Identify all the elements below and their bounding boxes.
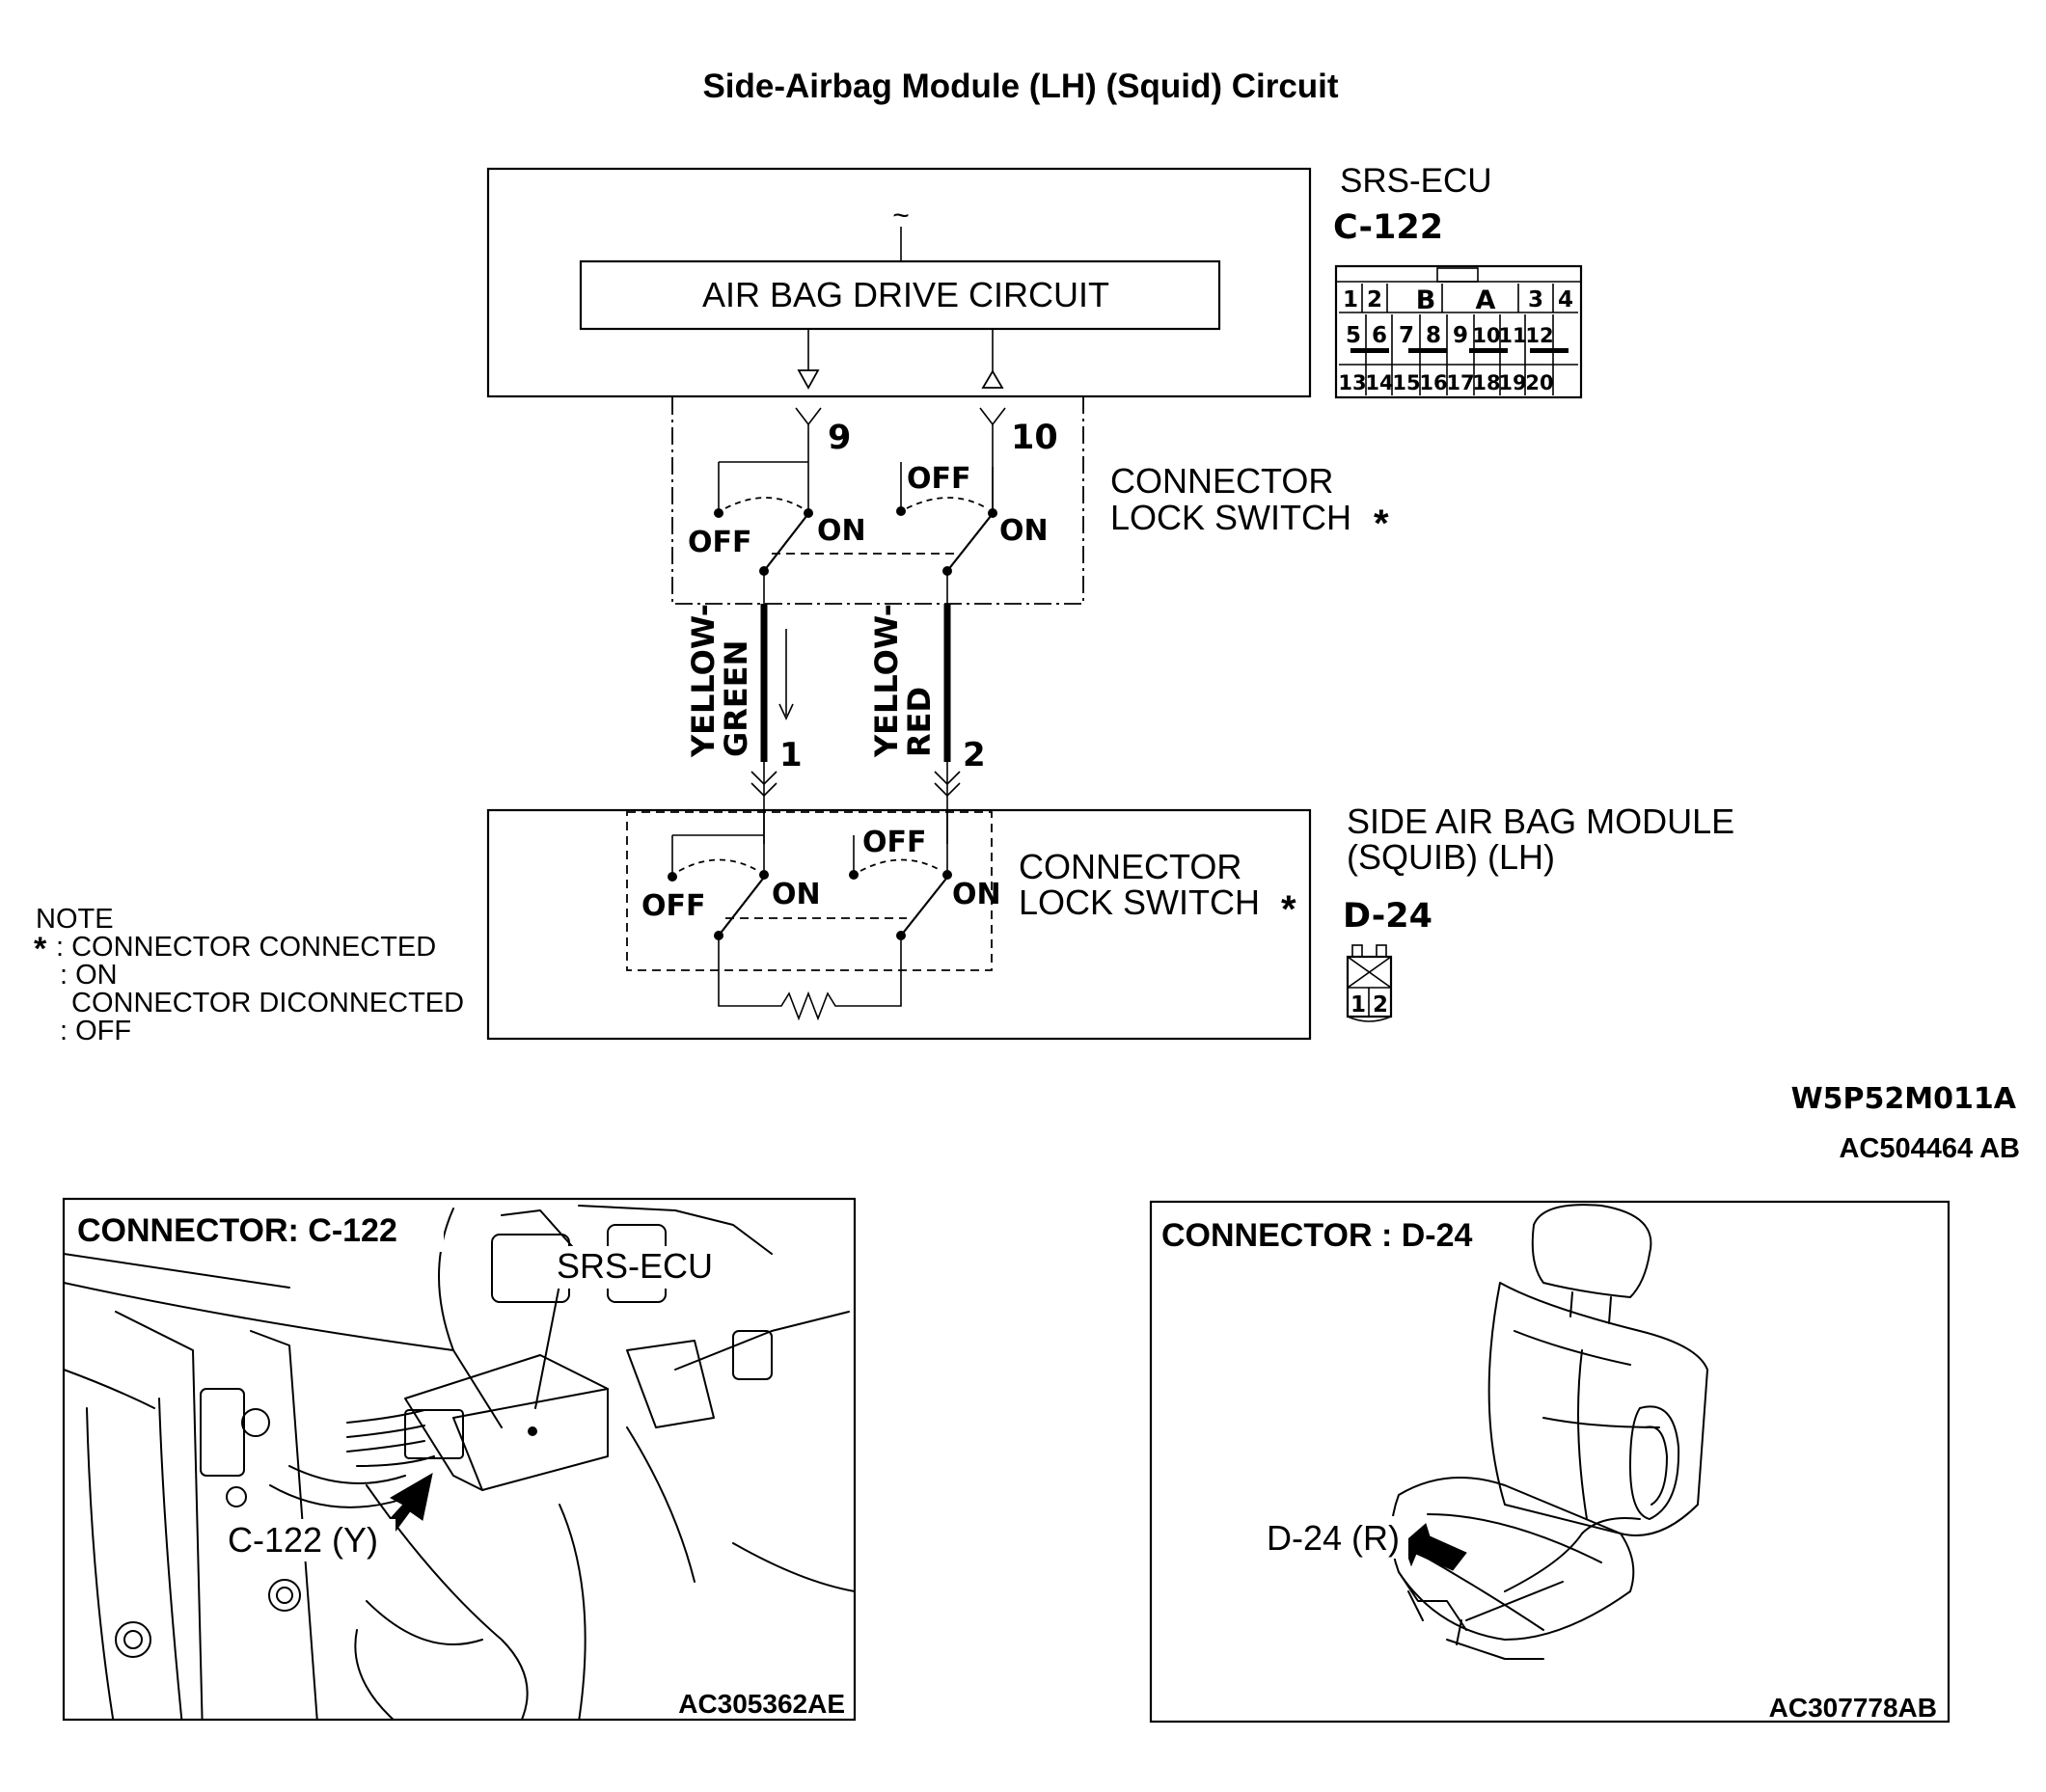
connector-d24-panel: CONNECTOR : D-24 D-24 (R) AC307778AB: [1149, 1200, 1951, 1724]
diagram-code-2: AC504464 AB: [1839, 1133, 2020, 1164]
c122-pin: 15: [1392, 371, 1420, 394]
c122-pin: 2: [1367, 287, 1382, 312]
module-lock-switch-asterisk: *: [1281, 888, 1296, 931]
c122-pin: A: [1476, 285, 1496, 315]
c122-pin: 16: [1419, 371, 1447, 394]
d24-pin: 2: [1373, 992, 1388, 1018]
c122-pin: 9: [1453, 323, 1468, 348]
c122-pin: 10: [1472, 324, 1500, 347]
c122-pin: 13: [1338, 371, 1366, 394]
upper-left-on: ON: [817, 514, 866, 548]
panel-d24-title: CONNECTOR : D-24: [1161, 1217, 1472, 1254]
d24-connector-face: 1 2: [1346, 944, 1393, 1022]
connector-c122-panel: CONNECTOR: C-122 SRS-ECU C-122 (Y) AC305…: [62, 1197, 857, 1722]
wire-yellow-red: YELLOW- RED 2: [868, 604, 986, 844]
note-block: NOTE * : CONNECTOR CONNECTED : ON CONNEC…: [34, 904, 464, 1046]
module-name-1: SIDE AIR BAG MODULE: [1347, 801, 1734, 841]
c122-pin: 12: [1525, 324, 1553, 347]
note-line-3: CONNECTOR DICONNECTED: [71, 988, 464, 1018]
note-line-1: : CONNECTOR CONNECTED: [56, 932, 436, 963]
module-right-off: OFF: [862, 826, 927, 859]
c122-pin: 3: [1528, 287, 1543, 312]
c122-pin: 11: [1498, 324, 1526, 347]
c122-pin: 8: [1426, 323, 1441, 348]
c122-pin: 7: [1399, 323, 1414, 348]
c122-connector-face: 1 2 B A 3 4 5 6 7 8 9 10 11 12 13 14 15 …: [1334, 264, 1583, 399]
d24-connector-id: D-24: [1343, 897, 1432, 936]
diagram-code-1: W5P52M011A: [1791, 1082, 2017, 1116]
upper-right-on: ON: [999, 514, 1049, 548]
module-name-2: (SQUIB) (LH): [1347, 837, 1555, 877]
wire-yellow-green: YELLOW- GREEN 1: [685, 604, 803, 844]
upper-left-off: OFF: [688, 526, 752, 559]
module-lock-switch-label-2: LOCK SWITCH: [1019, 882, 1260, 922]
ecu-pin-9: 9: [828, 419, 851, 457]
upper-lock-switch-asterisk: *: [1374, 502, 1389, 545]
srs-ecu-block: ~ AIR BAG DRIVE CIRCUIT: [486, 167, 1312, 398]
panel-d24-connector-callout: D-24 (R): [1267, 1518, 1400, 1558]
upper-right-off: OFF: [907, 462, 971, 496]
panel-c122-connector-callout: C-122 (Y): [228, 1520, 378, 1560]
c122-pin: 19: [1498, 371, 1526, 394]
page-title: Side-Airbag Module (LH) (Squid) Circuit: [702, 68, 1338, 105]
module-right-on: ON: [952, 878, 1001, 911]
wire-1-color: YELLOW-: [685, 604, 722, 758]
module-lock-switch-label-1: CONNECTOR: [1019, 847, 1241, 886]
d24-pin: 1: [1350, 992, 1366, 1018]
side-airbag-module-block: OFF ON OFF ON: [486, 808, 1312, 1041]
airbag-drive-circuit-label: AIR BAG DRIVE CIRCUIT: [702, 275, 1109, 314]
c122-pin: 17: [1446, 371, 1474, 394]
wire-2-color-2: RED: [901, 687, 938, 757]
airbag-drive-circuit-box: [579, 259, 1221, 331]
panel-d24-code: AC307778AB: [1769, 1693, 1937, 1723]
upper-lock-switch-label-1: CONNECTOR: [1110, 461, 1333, 501]
c122-connector-id: C-122: [1333, 208, 1443, 247]
c122-pin: 18: [1472, 371, 1500, 394]
c122-pin: 20: [1525, 371, 1553, 394]
c122-pin: 1: [1343, 287, 1358, 312]
upper-lock-switch: 9 10 OFF ON OFF ON: [671, 397, 1084, 610]
ecu-pin-10: 10: [1011, 419, 1058, 457]
srs-ecu-label: SRS-ECU: [1340, 162, 1492, 200]
ecu-symbol: ~: [892, 200, 910, 231]
wire-1-color-2: GREEN: [718, 640, 754, 757]
c122-pin: B: [1416, 285, 1436, 315]
module-left-on: ON: [772, 878, 821, 911]
wire-1-pin: 1: [779, 736, 803, 774]
wire-2-color: YELLOW-: [868, 604, 905, 758]
note-line-4: : OFF: [60, 1016, 131, 1046]
note-heading: NOTE: [36, 904, 114, 935]
c122-pin: 5: [1346, 323, 1361, 348]
module-left-off: OFF: [641, 889, 706, 923]
upper-lock-switch-label-2: LOCK SWITCH: [1110, 498, 1351, 537]
panel-c122-code: AC305362AE: [678, 1689, 845, 1719]
panel-c122-title: CONNECTOR: C-122: [77, 1212, 397, 1249]
note-asterisk: *: [34, 931, 47, 967]
c122-pin: 4: [1558, 287, 1573, 312]
note-line-2: : ON: [60, 960, 118, 991]
c122-pin: 14: [1365, 371, 1393, 394]
wire-2-pin: 2: [963, 736, 986, 774]
c122-pin: 6: [1372, 323, 1387, 348]
panel-c122-ecu-callout: SRS-ECU: [557, 1246, 713, 1286]
